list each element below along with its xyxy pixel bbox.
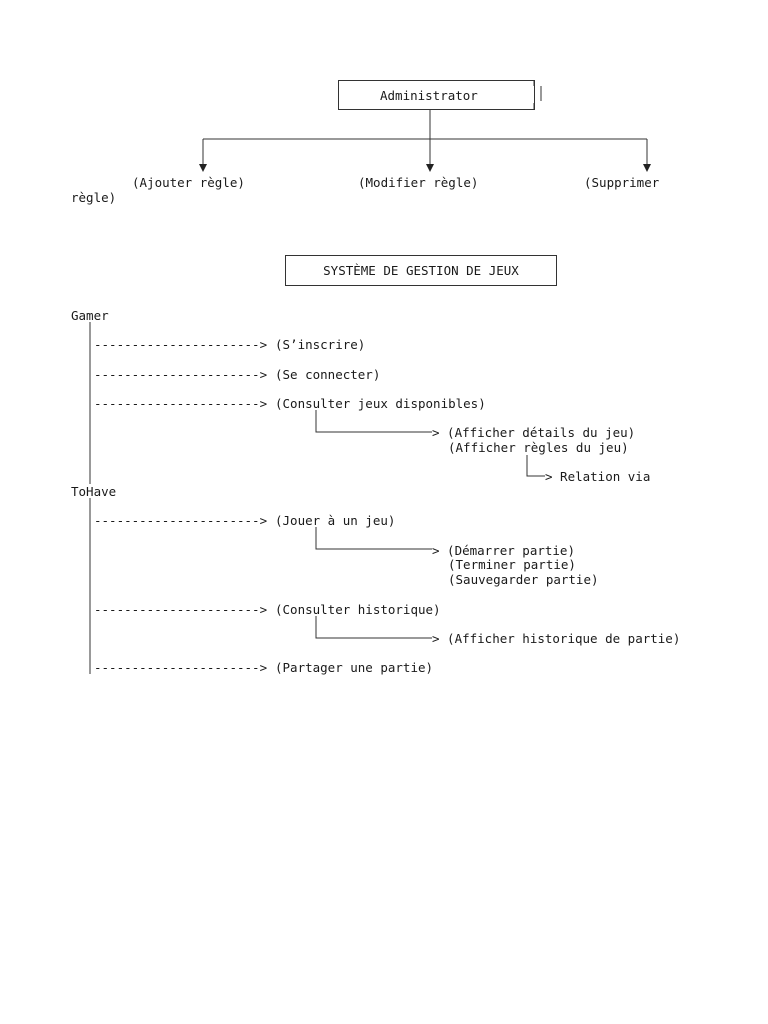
administrator-box: Administrator xyxy=(338,80,535,110)
gamer-sub-game-rules: (Afficher règles du jeu) xyxy=(448,440,629,455)
tohave-sub-end: (Terminer partie) xyxy=(448,557,576,572)
tohave-sub-start: > (Démarrer partie) xyxy=(432,543,575,558)
tohave-sub-history: > (Afficher historique de partie) xyxy=(432,631,681,646)
system-title-box: SYSTÈME DE GESTION DE JEUX xyxy=(285,255,557,286)
tohave-item-history: (Consulter historique) xyxy=(275,602,441,617)
gamer-sub-game-details: > (Afficher détails du jeu) xyxy=(432,425,636,440)
gamer-item-browse-games: (Consulter jeux disponibles) xyxy=(275,396,486,411)
admin-action-delete-wrap: règle) xyxy=(71,190,117,205)
gamer-arrow-2: ----------------------> xyxy=(94,367,268,382)
gamer-arrow-1: ----------------------> xyxy=(94,337,268,352)
admin-action-delete: (Supprimer xyxy=(584,175,660,190)
gamer-item-signup: (S’inscrire) xyxy=(275,337,366,352)
tohave-sub-save: (Sauvegarder partie) xyxy=(448,572,599,587)
admin-action-add: (Ajouter règle) xyxy=(132,175,245,190)
tohave-arrow-3: ----------------------> xyxy=(94,660,268,675)
gamer-relation-via: > Relation via xyxy=(545,469,651,484)
tohave-arrow-2: ----------------------> xyxy=(94,602,268,617)
tohave-item-share: (Partager une partie) xyxy=(275,660,434,675)
administrator-label: Administrator xyxy=(380,87,478,103)
gamer-arrow-3: ----------------------> xyxy=(94,396,268,411)
system-title: SYSTÈME DE GESTION DE JEUX xyxy=(323,263,519,278)
admin-action-modify: (Modifier règle) xyxy=(358,175,479,190)
tohave-label: ToHave xyxy=(71,484,117,499)
tohave-arrow-1: ----------------------> xyxy=(94,513,268,528)
tohave-item-play: (Jouer à un jeu) xyxy=(275,513,396,528)
gamer-item-login: (Se connecter) xyxy=(275,367,381,382)
gamer-label: Gamer xyxy=(71,308,109,323)
